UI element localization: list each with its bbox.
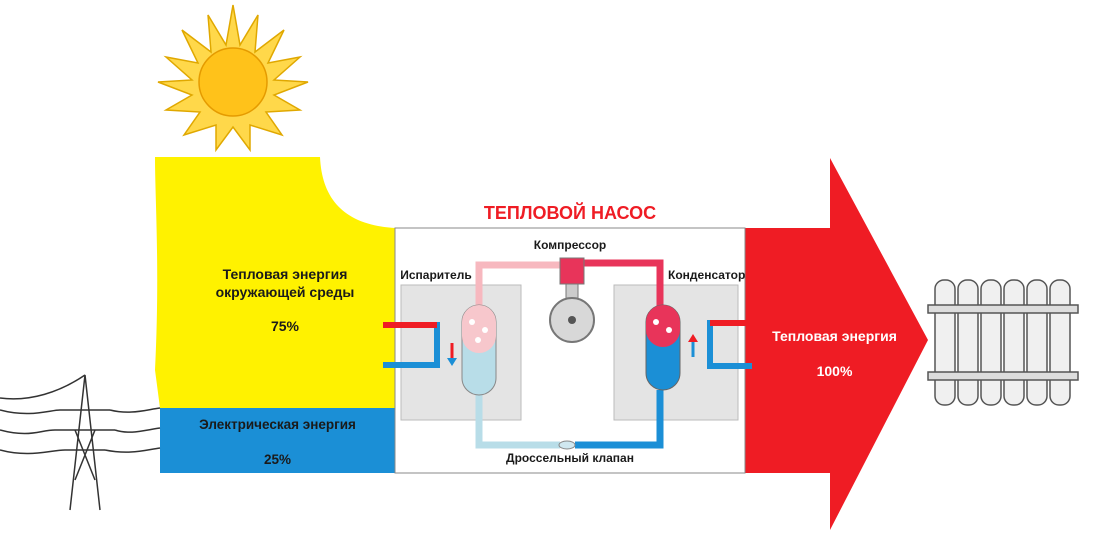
electric-percent: 25% <box>263 452 292 467</box>
evaporator-vessel <box>461 304 497 396</box>
compressor-label: Компрессор <box>533 238 607 252</box>
ambient-energy-shape <box>155 157 395 408</box>
output-arrow-shape <box>745 158 928 530</box>
diagram-title: ТЕПЛОВОЙ НАСОС <box>483 203 657 223</box>
output-percent: 100% <box>816 363 853 379</box>
radiator-icon <box>927 279 1079 406</box>
valve-label: Дроссельный клапан <box>506 451 634 465</box>
evaporator-box <box>400 284 522 421</box>
electric-energy-shape <box>160 408 395 473</box>
ambient-label-line1: Тепловая энергия <box>222 266 348 282</box>
condenser-vessel <box>645 304 681 391</box>
power-tower-icon <box>0 374 161 511</box>
inflow-pipes <box>383 322 457 368</box>
refrigerant-pipes <box>475 259 664 450</box>
sun-icon <box>157 4 309 153</box>
ambient-label-line2: окружающей среды <box>215 284 355 300</box>
condenser-label: Конденсатор <box>668 268 746 282</box>
output-label: Тепловая энергия <box>772 328 897 344</box>
evaporator-label: Испаритель <box>400 268 472 282</box>
outflow-pipes <box>688 320 752 369</box>
compressor-icon <box>549 257 595 343</box>
electric-label: Электрическая энергия <box>199 417 356 432</box>
ambient-percent: 75% <box>270 318 300 334</box>
